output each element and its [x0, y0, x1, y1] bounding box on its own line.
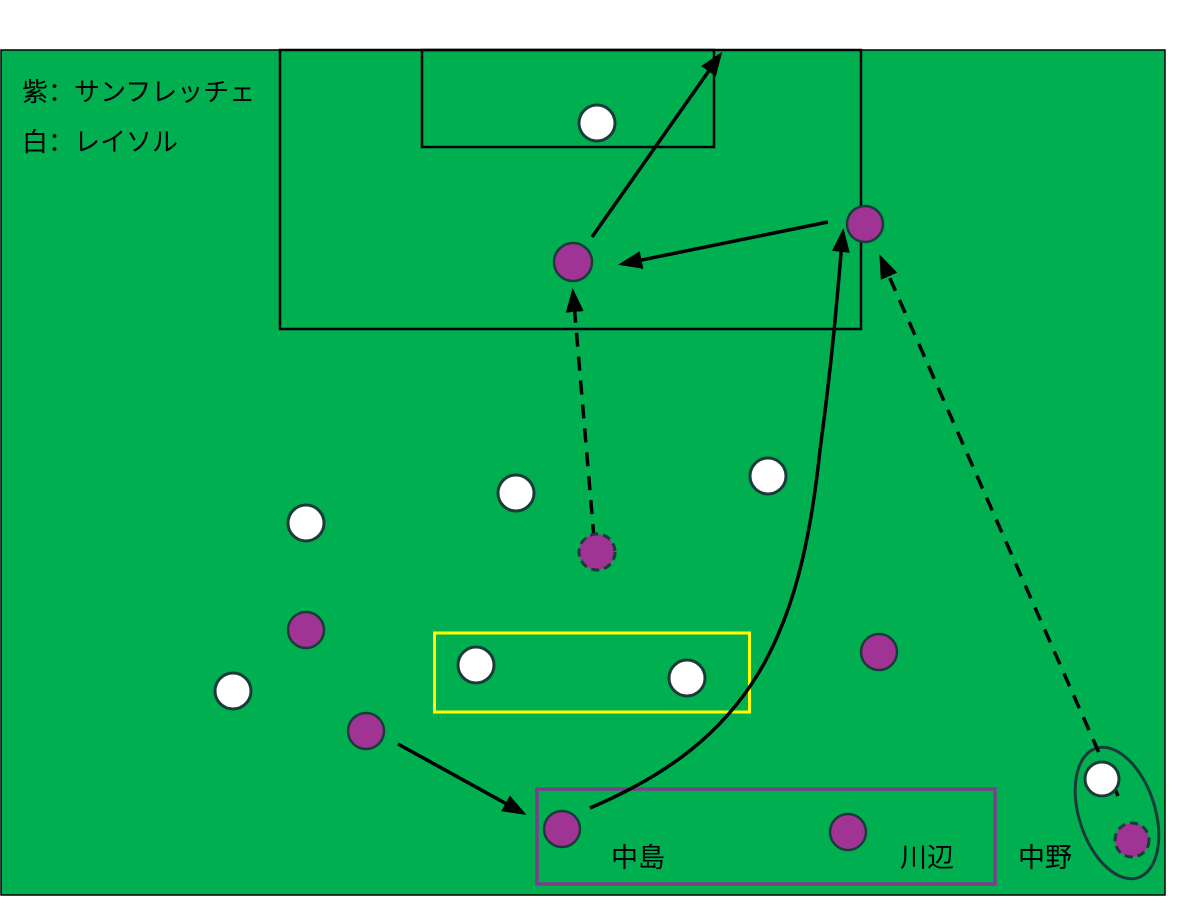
purple-player-kawabe [828, 812, 868, 852]
player-name-nakano: 中野 [1018, 843, 1072, 874]
legend-white: 白：レイソル [22, 122, 178, 159]
pass-arrow-cross [618, 220, 829, 269]
purple-player [286, 610, 326, 650]
white-player [456, 645, 496, 685]
legend-purple: 紫：サンフレッチェ [22, 72, 255, 109]
purple-players [286, 204, 899, 852]
white-players [213, 103, 1121, 798]
purple-player-nakano-dashed [1113, 821, 1151, 859]
white-player-goalkeeper [577, 103, 617, 143]
white-player [1083, 760, 1121, 798]
legend-white-label: 白：レイソル [22, 128, 179, 158]
purple-player-nakajima [542, 809, 582, 849]
run-arrow-dashed-nakano [879, 254, 1120, 797]
purple-player [346, 711, 386, 751]
purple-player [552, 241, 594, 283]
purple-player [859, 632, 899, 672]
white-player [286, 503, 326, 543]
run-arrow-dashed-center [565, 288, 596, 539]
goal-area [420, 48, 716, 149]
player-name-kawabe: 川辺 [900, 843, 954, 874]
pass-arrow-to-nakajima [397, 742, 527, 815]
white-player [496, 473, 536, 513]
legend-purple-label: 紫：サンフレッチェ [22, 78, 256, 108]
white-player [213, 671, 253, 711]
white-player [667, 658, 707, 698]
player-name-nakajima: 中島 [611, 843, 665, 874]
pitch [0, 49, 1166, 896]
purple-highlight-box [535, 787, 997, 886]
white-player [748, 456, 788, 496]
yellow-highlight-box [433, 631, 751, 714]
purple-player-ghost-dashed [577, 532, 617, 572]
pass-curve-long-ball [589, 228, 850, 810]
purple-player [845, 204, 885, 244]
pass-arrow-to-goal [590, 51, 723, 239]
